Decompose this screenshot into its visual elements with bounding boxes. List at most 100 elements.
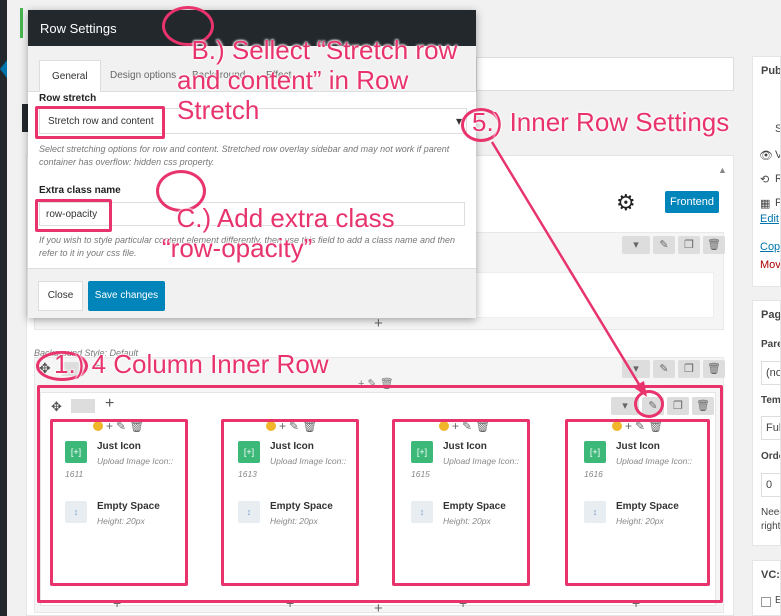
toggle-panel-icon[interactable]: ▲ bbox=[718, 165, 727, 175]
pencil-icon[interactable]: ✎ bbox=[653, 360, 675, 378]
element-title: Just Icon bbox=[616, 441, 660, 452]
pencil-icon[interactable]: ✎ bbox=[289, 419, 300, 433]
pencil-icon[interactable]: ✎ bbox=[653, 236, 675, 254]
help-text-2: right bbox=[761, 521, 781, 532]
add-element-icon[interactable]: + bbox=[452, 419, 460, 433]
inner-column-4: +✎🗑 [+] Just Icon Upload Image Icon:: 16… bbox=[572, 419, 702, 611]
pencil-icon[interactable]: ✎ bbox=[635, 419, 646, 433]
annotation-b: B.) Sellect “Stretch row and content” in… bbox=[177, 6, 457, 126]
page-attributes-box: Page Pare (no Tem Full Orde 0 Need right bbox=[752, 300, 781, 546]
pencil-icon[interactable]: ✎ bbox=[116, 419, 127, 433]
highlight-inner-row bbox=[37, 385, 723, 603]
row-stretch-label: Row stretch bbox=[39, 93, 97, 104]
chevron-down-icon[interactable]: ▾ bbox=[622, 236, 650, 254]
just-icon-icon: [+] bbox=[411, 441, 433, 463]
element-id: 1613 bbox=[238, 469, 257, 479]
element-title: Just Icon bbox=[270, 441, 314, 452]
collapse-arrow-icon[interactable] bbox=[0, 60, 7, 78]
copy-draft-link[interactable]: Copy bbox=[760, 241, 781, 253]
element-title: Empty Space bbox=[270, 501, 333, 512]
tab-design-options[interactable]: Design options bbox=[110, 70, 177, 81]
trash-icon[interactable]: 🗑 bbox=[692, 397, 714, 415]
element-id: 1616 bbox=[584, 469, 603, 479]
column-layout-icon[interactable] bbox=[71, 399, 95, 413]
vc-box-title: VC: C bbox=[761, 569, 780, 581]
annotation-step1-text: 1.) 4 Column Inner Row bbox=[54, 349, 329, 379]
add-column-icon[interactable]: + bbox=[105, 395, 115, 412]
element-subtitle: Upload Image Icon:: bbox=[443, 456, 520, 466]
column-controls: +✎🗑 bbox=[612, 419, 663, 433]
checkbox-label: E bbox=[775, 595, 780, 606]
element-title: Just Icon bbox=[97, 441, 141, 452]
highlight-column-3 bbox=[392, 419, 530, 586]
row-2-controls: ▾ ✎ ❐ 🗑 bbox=[622, 360, 725, 378]
add-element-plus-icon[interactable]: + bbox=[459, 595, 468, 611]
order-input[interactable]: 0 bbox=[761, 473, 780, 497]
element-title: Just Icon bbox=[443, 441, 487, 452]
just-icon-icon: [+] bbox=[65, 441, 87, 463]
copy-icon[interactable]: ❐ bbox=[678, 360, 700, 378]
highlight-extra-class bbox=[35, 199, 112, 232]
row-settings-modal: Row Settings General Design options Back… bbox=[28, 10, 476, 318]
trash-icon[interactable]: 🗑 bbox=[648, 419, 664, 433]
pencil-icon[interactable]: ✎ bbox=[462, 419, 473, 433]
trash-icon[interactable]: 🗑 bbox=[703, 236, 725, 254]
trash-icon[interactable]: 🗑 bbox=[475, 419, 491, 433]
trash-icon[interactable]: 🗑 bbox=[703, 360, 725, 378]
background-style-label: Background Style: Default bbox=[34, 348, 139, 358]
element-title: Empty Space bbox=[616, 501, 679, 512]
tab-background[interactable]: Background bbox=[192, 70, 246, 81]
add-element-plus-icon[interactable]: + bbox=[286, 595, 295, 611]
close-button[interactable]: Close bbox=[38, 281, 83, 311]
add-element-icon[interactable]: + bbox=[279, 419, 287, 433]
element-subtitle: Height: 20px bbox=[443, 516, 491, 526]
tab-effect[interactable]: Effect bbox=[266, 70, 292, 81]
column-controls: +✎🗑 bbox=[93, 419, 144, 433]
gear-icon[interactable]: ⚙ bbox=[616, 190, 636, 215]
add-row-plus-icon[interactable]: + bbox=[374, 315, 383, 332]
save-changes-button[interactable]: Save changes bbox=[88, 281, 165, 311]
modal-title: Row Settings bbox=[28, 10, 476, 46]
parent-select[interactable]: (no bbox=[761, 361, 780, 385]
empty-space-icon: ↕ bbox=[65, 501, 87, 523]
annotation-step5-text: 5.) Inner Row Settings bbox=[472, 107, 730, 137]
element-subtitle: Height: 20px bbox=[270, 516, 318, 526]
date-label: P bbox=[775, 197, 780, 209]
move-to-trash-link[interactable]: Move bbox=[760, 259, 781, 271]
page-attributes-title: Page bbox=[761, 309, 781, 321]
frontend-button[interactable]: Frontend bbox=[665, 191, 719, 213]
inner-column-2: +✎🗑 [+] Just Icon Upload Image Icon:: 16… bbox=[226, 419, 356, 611]
add-row-plus-icon[interactable]: + bbox=[374, 600, 383, 616]
add-element-icon[interactable]: + bbox=[625, 419, 633, 433]
trash-icon[interactable]: 🗑 bbox=[302, 419, 318, 433]
annotation-b-text: B.) Sellect “Stretch row and content” in… bbox=[177, 34, 458, 125]
modal-tabs: General Design options Background Effect bbox=[28, 46, 476, 92]
row-1-controls: ▾ ✎ ❐ 🗑 bbox=[622, 236, 725, 254]
copy-icon[interactable]: ❐ bbox=[678, 236, 700, 254]
tab-general[interactable]: General bbox=[39, 60, 101, 92]
order-label: Orde bbox=[761, 451, 780, 462]
add-element-plus-icon[interactable]: + bbox=[113, 595, 122, 611]
edit-link[interactable]: Edit bbox=[760, 213, 779, 225]
help-text: Need bbox=[761, 507, 780, 518]
column-dot bbox=[612, 421, 622, 431]
revisions-label: R bbox=[775, 173, 780, 185]
add-element-icon[interactable]: + bbox=[106, 419, 114, 433]
add-column-icon[interactable]: + bbox=[92, 358, 102, 375]
editor-mode-tab[interactable] bbox=[22, 104, 30, 132]
copy-icon[interactable]: ❐ bbox=[667, 397, 689, 415]
chevron-down-icon[interactable]: ▾ bbox=[622, 360, 650, 378]
trash-icon[interactable]: 🗑 bbox=[129, 419, 145, 433]
just-icon-icon: [+] bbox=[238, 441, 260, 463]
checkbox[interactable] bbox=[761, 597, 771, 607]
post-title-input[interactable] bbox=[476, 57, 734, 91]
move-icon[interactable]: ✥ bbox=[51, 399, 62, 414]
element-id: 1615 bbox=[411, 469, 430, 479]
calendar-icon: ▦ bbox=[760, 198, 771, 210]
template-select[interactable]: Full bbox=[761, 416, 780, 440]
highlight-column-2 bbox=[221, 419, 359, 586]
extra-class-help: If you wish to style particular content … bbox=[39, 235, 456, 258]
add-element-plus-icon[interactable]: + bbox=[632, 595, 641, 611]
row-stretch-select[interactable]: Stretch row and content ▾ bbox=[39, 108, 467, 134]
chevron-down-icon[interactable]: ▾ bbox=[611, 397, 639, 415]
